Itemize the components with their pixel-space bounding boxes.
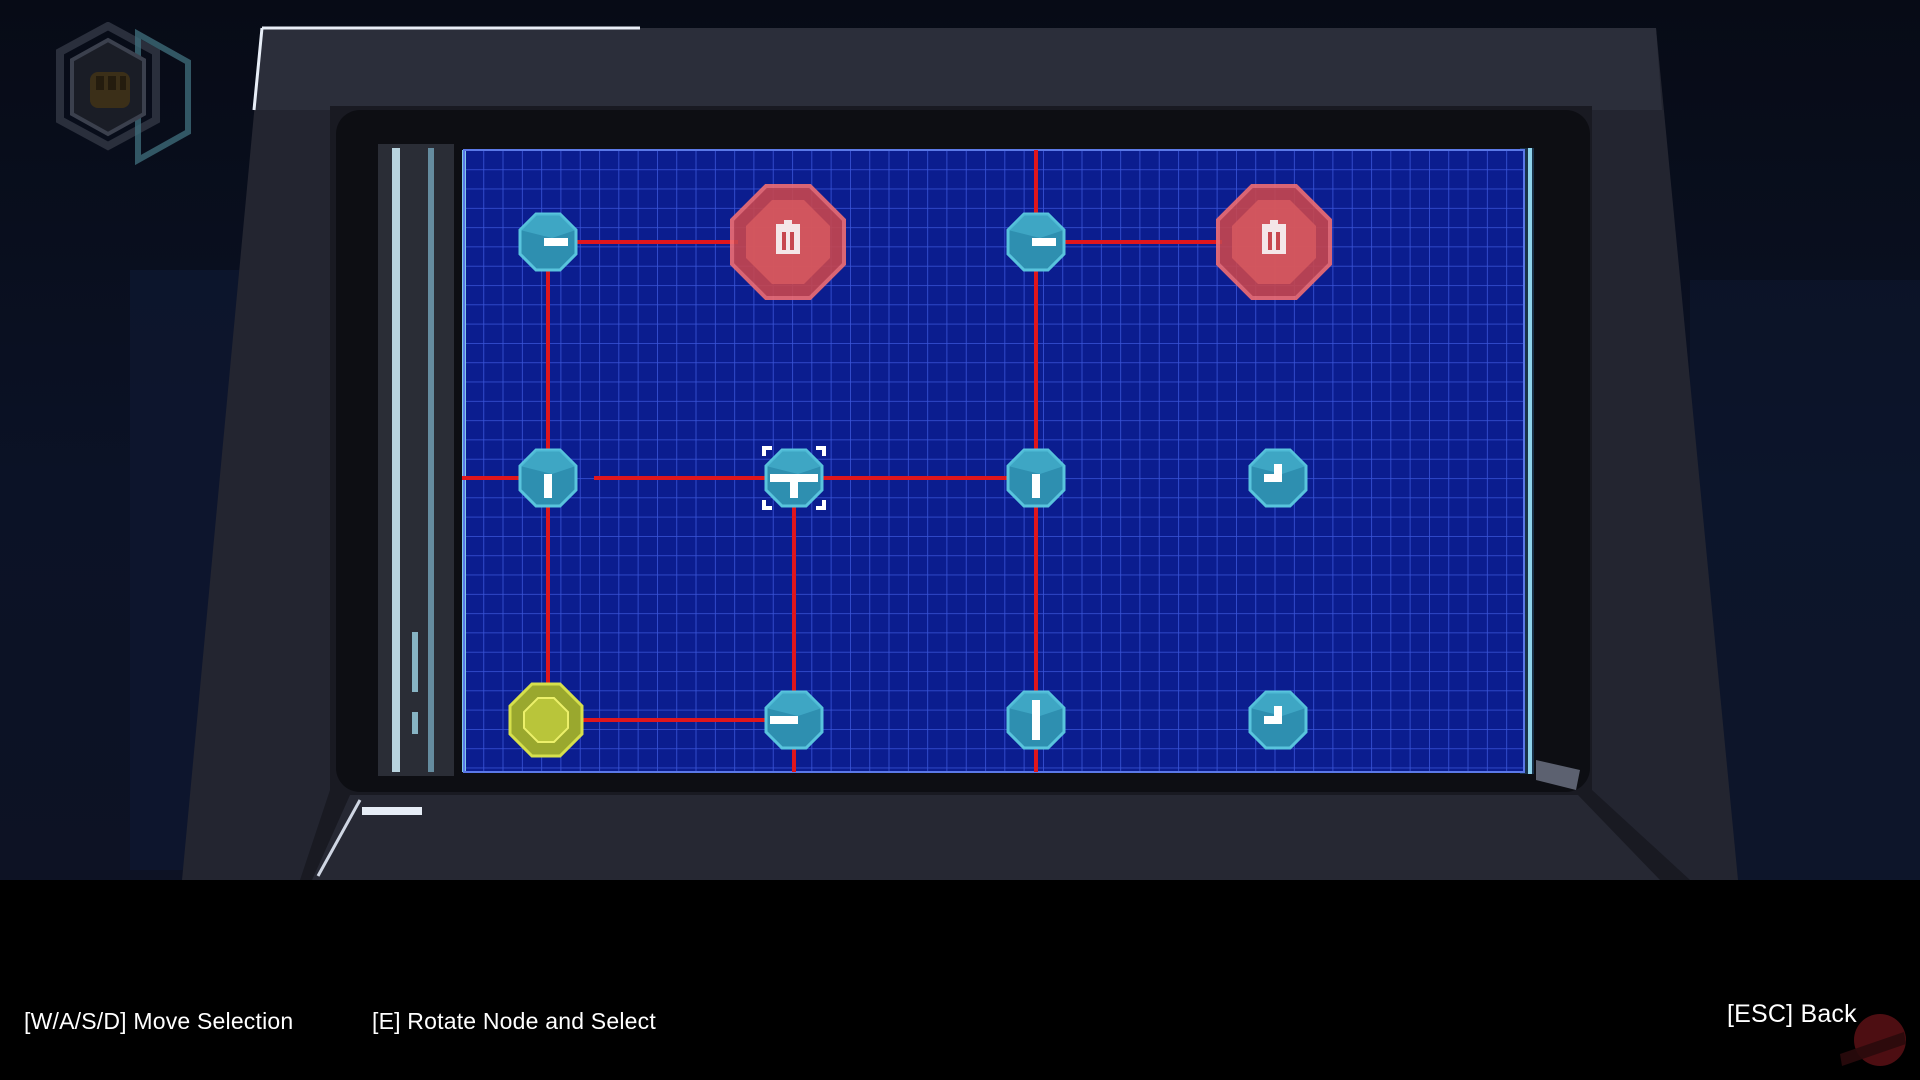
node-connector-r3-c4[interactable] xyxy=(1248,690,1308,750)
hint-rotate-node: [E] Rotate Node and Select xyxy=(372,1008,656,1034)
fist-icon xyxy=(90,72,130,108)
grid-surface xyxy=(464,150,1524,772)
ability-badge xyxy=(56,22,191,166)
bezel-bottom-lip xyxy=(312,795,1660,880)
node-connector-r2-c4[interactable] xyxy=(1248,448,1308,508)
node-connector-r1-c3[interactable] xyxy=(1006,212,1066,272)
hint-move-selection: [W/A/S/D] Move Selection xyxy=(24,1008,294,1034)
bezel-light xyxy=(362,807,422,815)
console-top-face xyxy=(254,28,1662,110)
controls-bar xyxy=(0,880,1920,1080)
node-connector-r2-c2-selected[interactable] xyxy=(762,446,826,510)
node-target-r1-c4[interactable] xyxy=(1216,184,1332,300)
node-connector-r3-c2[interactable] xyxy=(764,690,824,750)
node-target-r1-c2[interactable] xyxy=(730,184,846,300)
node-connector-r3-c3[interactable] xyxy=(1006,690,1066,750)
node-connector-r2-c1[interactable] xyxy=(518,448,578,508)
back-button[interactable]: [ESC] Back xyxy=(1727,1000,1857,1028)
game-scene xyxy=(0,0,1920,880)
puzzle-board[interactable] xyxy=(0,0,1920,880)
node-connector-r2-c3[interactable] xyxy=(1006,448,1066,508)
playground-logo-icon xyxy=(1840,1014,1906,1066)
node-source-r3-c1[interactable] xyxy=(508,682,584,758)
node-connector-r1-c1[interactable] xyxy=(518,212,578,272)
